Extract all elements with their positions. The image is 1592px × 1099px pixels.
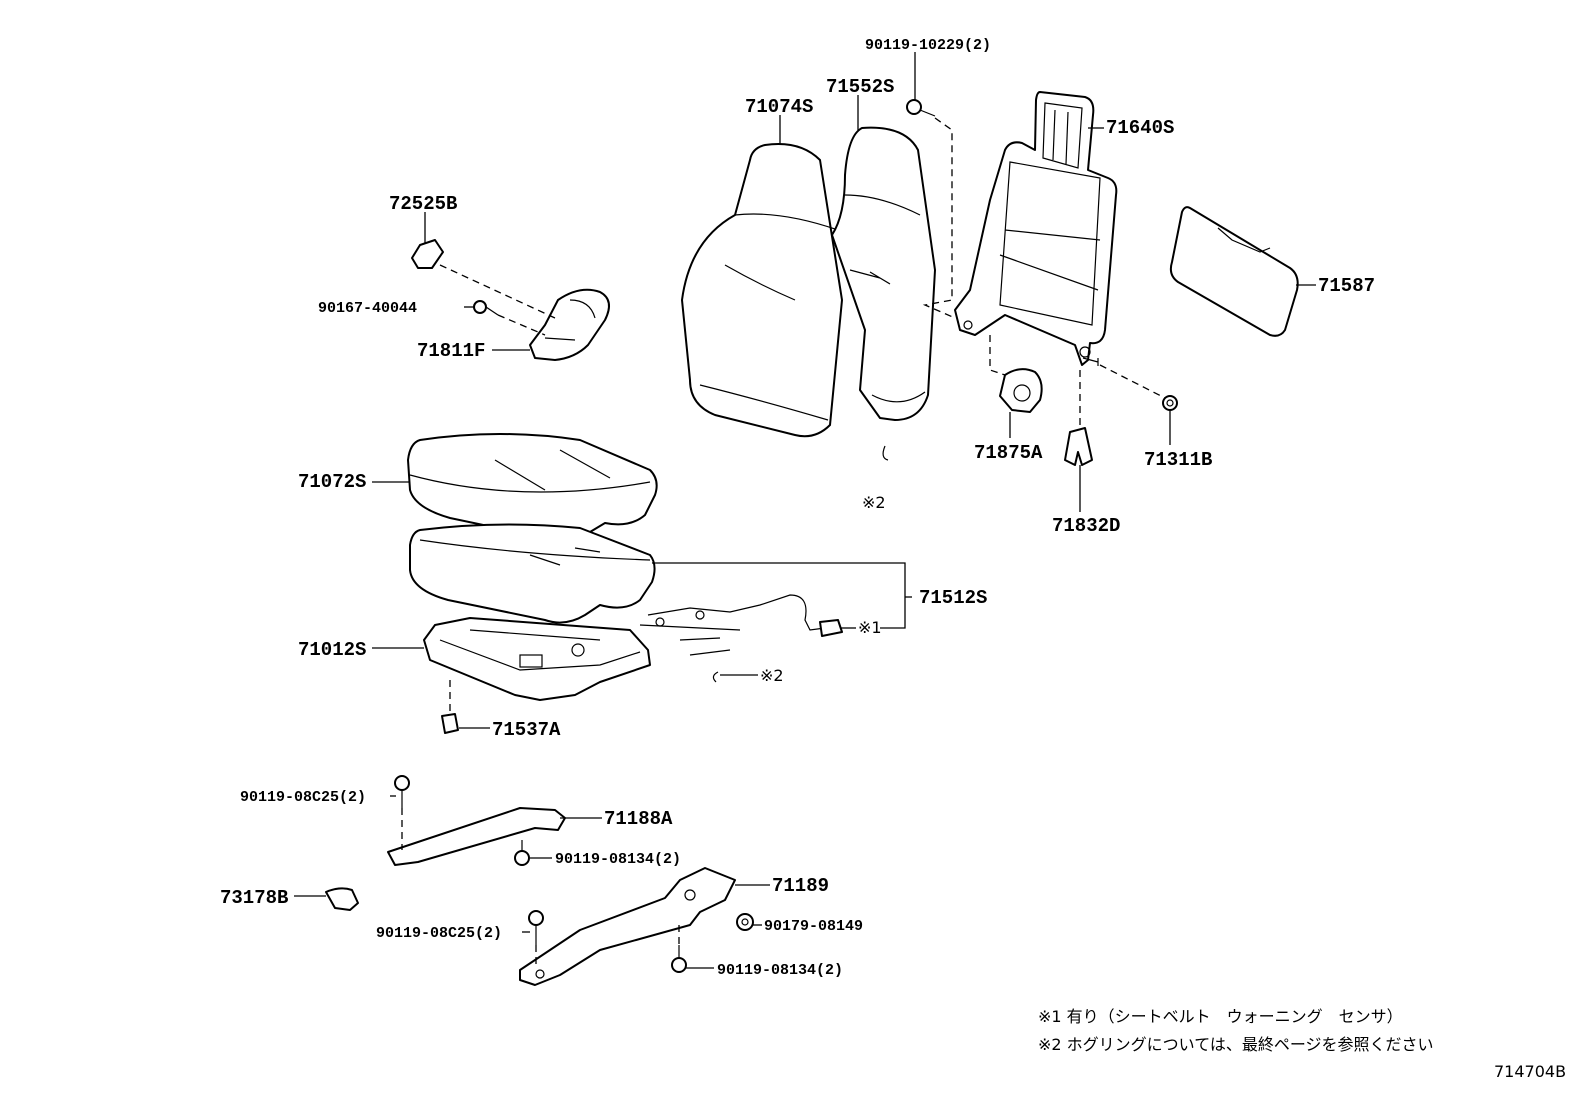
cushion-pad — [409, 523, 656, 624]
label-71074S: 71074S — [745, 96, 813, 118]
label-71072S: 71072S — [298, 471, 366, 493]
seatback-cover — [681, 143, 843, 438]
label-90119-08134-a: 90119-08134(2) — [555, 851, 681, 868]
footnote-1: ※1 有り（シートベルト ウォーニング センサ） — [1038, 1007, 1403, 1026]
label-90119-08134-b: 90119-08134(2) — [717, 962, 843, 979]
seatback-board — [1169, 206, 1299, 337]
label-90119-10229: 90119-10229(2) — [865, 37, 991, 54]
label-71537A: 71537A — [492, 719, 561, 741]
mark-2-hogring-lower: ※2 — [760, 666, 784, 685]
label-71311B: 71311B — [1144, 449, 1212, 471]
bracket-71188A — [387, 807, 566, 866]
label-71012S: 71012S — [298, 639, 366, 661]
bolt-90119-08C25-a — [394, 775, 410, 808]
diagram-id: 714704B — [1494, 1062, 1566, 1081]
seatbelt-sensor-harness — [639, 594, 843, 656]
footnote-2: ※2 ホグリングについては、最終ページを参照ください — [1038, 1035, 1434, 1054]
hog-ring — [882, 445, 889, 461]
knob-72525B — [411, 239, 444, 269]
mark-1-sensor: ※1 — [858, 618, 882, 637]
cushion-frame — [423, 617, 651, 701]
label-71189: 71189 — [772, 875, 829, 897]
bolt-90119-10229 — [906, 99, 936, 117]
cap-73178B — [325, 887, 359, 911]
label-71188A: 71188A — [604, 808, 673, 830]
label-71875A: 71875A — [974, 442, 1043, 464]
bolt-90167-40044 — [473, 300, 499, 316]
label-90167-40044: 90167-40044 — [318, 300, 417, 317]
nut-90179-08149 — [736, 913, 754, 931]
seatback-frame — [954, 91, 1118, 366]
bolt-90119-08134-a — [514, 840, 530, 866]
label-71552S: 71552S — [826, 76, 894, 98]
hook-71832D — [1064, 427, 1093, 466]
recliner-71875A — [999, 368, 1043, 413]
mark-2-hogring-upper: ※2 — [862, 493, 886, 512]
label-71832D: 71832D — [1052, 515, 1120, 537]
label-71640S: 71640S — [1106, 117, 1174, 139]
leader-lines — [294, 52, 1316, 969]
bolt-90119-08C25-b — [528, 910, 544, 945]
seatback-pad — [831, 126, 936, 421]
cushion-cover — [407, 433, 658, 543]
label-71811F: 71811F — [417, 340, 485, 362]
bolt-90119-08134-b — [671, 945, 687, 973]
label-72525B: 72525B — [389, 193, 457, 215]
label-71512S: 71512S — [919, 587, 987, 609]
label-90119-08C25-a: 90119-08C25(2) — [240, 789, 366, 806]
label-73178B: 73178B — [220, 887, 288, 909]
nut-71311B — [1162, 395, 1178, 411]
recliner-cover-71811F — [529, 288, 610, 361]
cap-71537A — [441, 713, 459, 734]
label-90119-08C25-b: 90119-08C25(2) — [376, 925, 502, 942]
label-90179-08149: 90179-08149 — [764, 918, 863, 935]
bracket-71189 — [519, 867, 736, 986]
hog-ring — [712, 671, 719, 683]
frame-bolt — [1082, 357, 1099, 366]
assembly-lines — [401, 117, 1166, 968]
label-71587: 71587 — [1318, 275, 1375, 297]
